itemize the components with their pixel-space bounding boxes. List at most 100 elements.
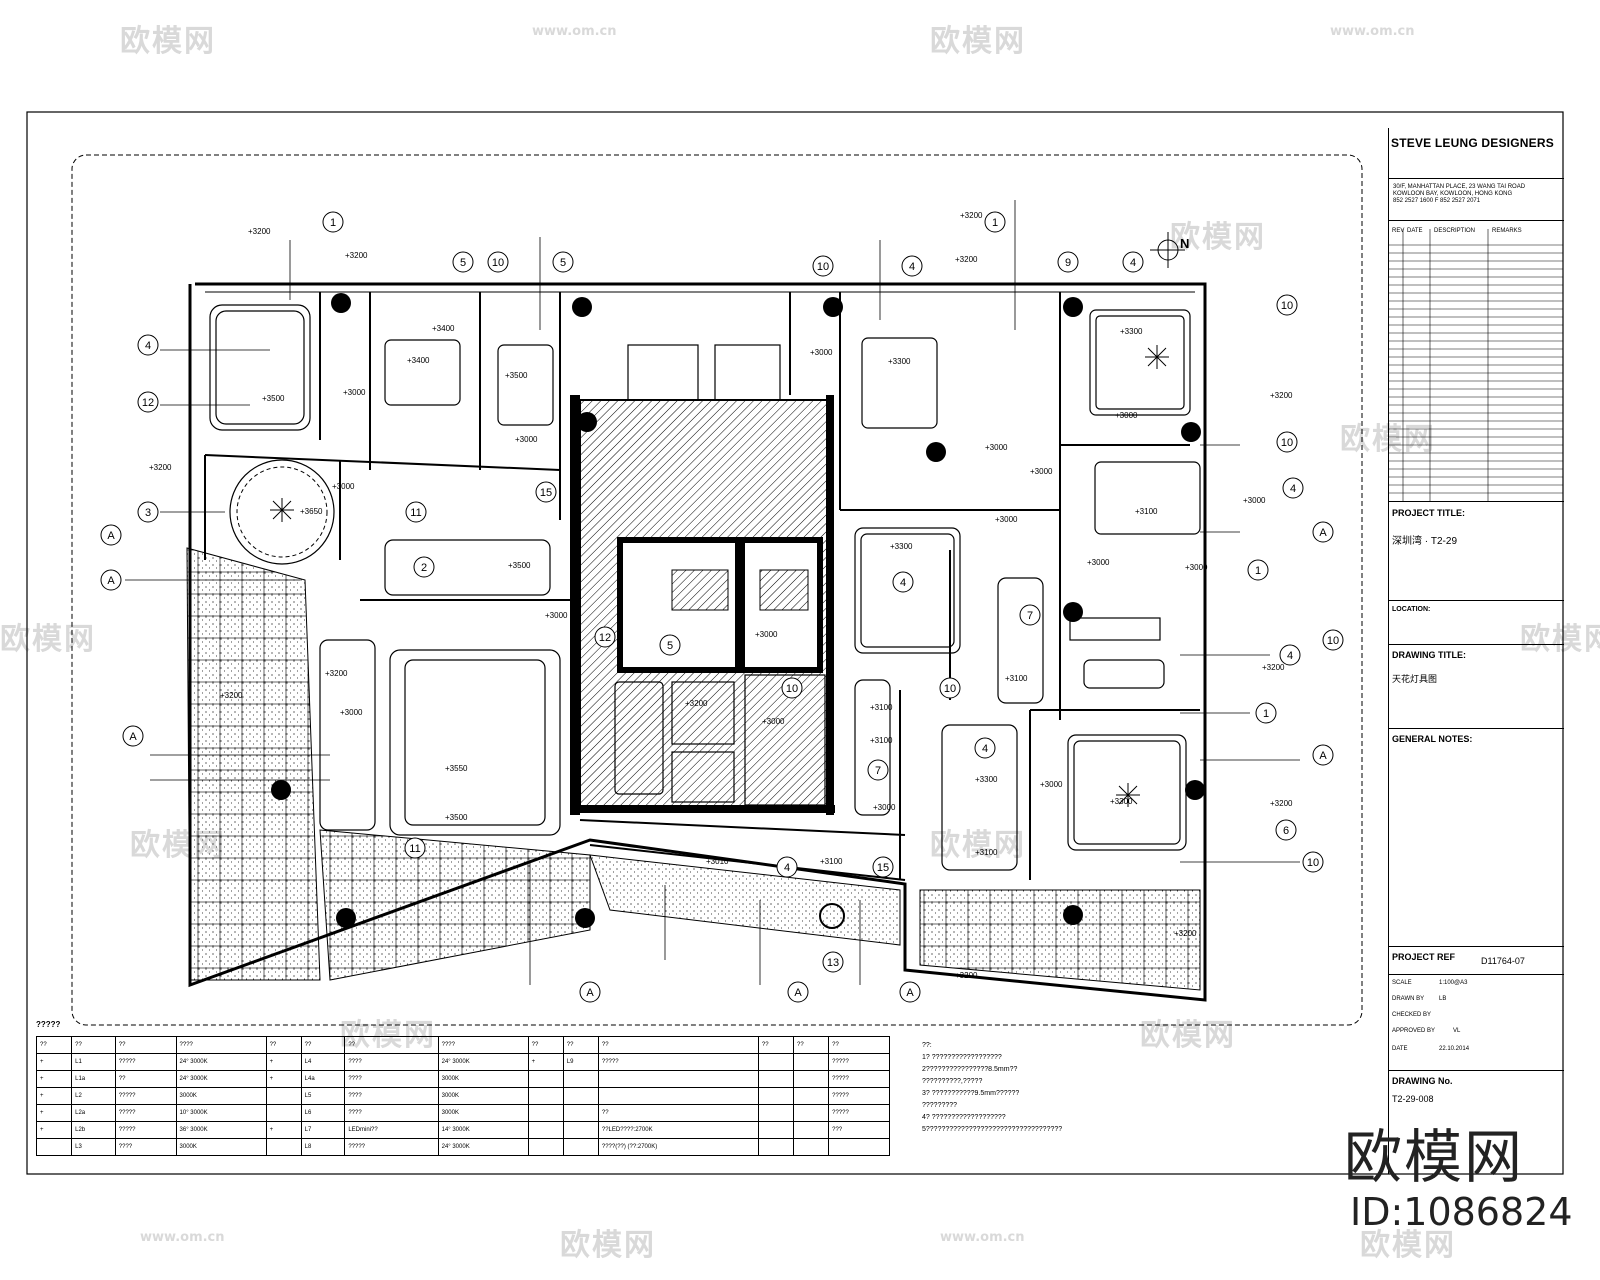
legend-header: ??	[562, 1036, 599, 1054]
svg-text:5: 5	[667, 640, 673, 652]
svg-text:+3100: +3100	[1135, 507, 1158, 516]
svg-text:4: 4	[1287, 650, 1293, 662]
legend-row: +L1?????24° 3000K+L4????24° 3000K+L9????…	[35, 1053, 890, 1071]
svg-text:4: 4	[982, 743, 988, 755]
legend-header: ??	[344, 1036, 439, 1054]
legend-cell: ?????	[114, 1121, 177, 1139]
svg-text:+3300: +3300	[1120, 327, 1143, 336]
svg-text:+3200: +3200	[685, 699, 708, 708]
north-label: N	[1180, 236, 1190, 251]
svg-text:+3000: +3000	[332, 482, 355, 491]
legend-cell	[527, 1121, 564, 1139]
svg-text:2: 2	[421, 562, 427, 574]
watermark-url: www.om.cn	[1330, 24, 1415, 39]
note-line: ??????????,?????	[922, 1078, 983, 1085]
svg-text:5: 5	[560, 257, 566, 269]
legend-cell: 3000K	[437, 1104, 529, 1122]
legend-cell	[527, 1087, 564, 1105]
legend-cell: ????	[344, 1104, 439, 1122]
date: 22.10.2014	[1439, 1046, 1470, 1052]
legend-cell	[792, 1070, 830, 1088]
legend-cell: ?????	[828, 1104, 890, 1122]
legend-header: ????	[175, 1036, 267, 1054]
svg-text:1: 1	[330, 217, 336, 229]
watermark: 欧模网	[1520, 622, 1600, 657]
legend-header: ??	[527, 1036, 564, 1054]
legend-header: ??	[71, 1036, 116, 1054]
firm-name: STEVE LEUNG DESIGNERS	[1391, 136, 1554, 150]
svg-text:+3000: +3000	[1185, 563, 1208, 572]
legend-cell	[35, 1138, 73, 1156]
watermark-url: www.om.cn	[532, 24, 617, 39]
legend-cell: ?????	[828, 1087, 890, 1105]
svg-text:+3100: +3100	[870, 703, 893, 712]
legend-cell: ??	[597, 1104, 759, 1122]
svg-text:11: 11	[410, 507, 421, 519]
svg-text:1: 1	[1255, 565, 1261, 577]
svg-text:3: 3	[145, 507, 151, 519]
legend-cell: L4a	[300, 1070, 346, 1088]
svg-text:15: 15	[877, 862, 889, 874]
legend-cell: L4	[300, 1053, 346, 1071]
legend-row: +L1a??24° 3000K+L4a????3000K?????	[35, 1070, 890, 1088]
legend-cell: ?????	[114, 1087, 177, 1105]
approved-by: VL	[1453, 1028, 1461, 1034]
svg-text:+3300: +3300	[975, 775, 998, 784]
svg-text:+3200: +3200	[325, 669, 348, 678]
image-id: ID:1086824	[1350, 1190, 1573, 1234]
approved-by-label: APPROVED BY	[1392, 1028, 1436, 1034]
svg-text:+3000: +3000	[515, 435, 538, 444]
legend-cell: +	[35, 1070, 73, 1088]
svg-text:+3000: +3000	[343, 388, 366, 397]
drawn-by: LB	[1439, 996, 1447, 1002]
legend-header: ??	[757, 1036, 795, 1054]
legend-cell: L2b	[71, 1121, 116, 1139]
legend-cell: ??LED????:2700K	[597, 1121, 759, 1139]
legend-cell	[265, 1087, 302, 1105]
drawing-no: T2-29-008	[1392, 1094, 1434, 1104]
legend-cell	[792, 1053, 830, 1071]
legend-cell: L9	[562, 1053, 599, 1071]
legend-cell: L1	[71, 1053, 116, 1071]
legend-cell: +	[35, 1053, 73, 1071]
legend-cell: 24° 3000K	[175, 1053, 267, 1071]
svg-text:10: 10	[786, 683, 798, 695]
rev-header: REV	[1392, 228, 1405, 234]
note-line: 5???????????????????????????????????	[922, 1126, 1063, 1133]
svg-text:+3200: +3200	[1270, 391, 1293, 400]
legend-cell	[527, 1070, 564, 1088]
legend-cell	[562, 1087, 599, 1105]
rev-header: REMARKS	[1492, 228, 1522, 234]
legend-cell: 24° 3000K	[175, 1070, 267, 1088]
legend-cell: 14° 3000K	[437, 1121, 529, 1139]
drawn-by-label: DRAWN BY	[1392, 996, 1425, 1002]
checked-by-label: CHECKED BY	[1392, 1012, 1432, 1018]
svg-text:+3000: +3000	[810, 348, 833, 357]
svg-text:A: A	[906, 987, 914, 999]
legend-cell: +	[265, 1121, 302, 1139]
legend-cell: 3000K	[175, 1087, 267, 1105]
legend-cell	[828, 1138, 890, 1156]
svg-text:10: 10	[1307, 857, 1319, 869]
svg-text:+3200: +3200	[955, 971, 978, 980]
svg-text:+3100: +3100	[820, 857, 843, 866]
svg-text:+3000: +3000	[1040, 780, 1063, 789]
legend-cell: ?????	[344, 1138, 439, 1156]
svg-text:+3000: +3000	[1243, 496, 1266, 505]
svg-text:10: 10	[944, 683, 956, 695]
legend-cell: L1a	[71, 1070, 116, 1088]
legend-cell: LEDmini??	[344, 1121, 439, 1139]
watermark: 欧模网	[1170, 220, 1266, 255]
legend-cell	[757, 1087, 795, 1105]
legend-cell	[562, 1070, 599, 1088]
svg-text:A: A	[1319, 750, 1327, 762]
fixture-legend: ?? ?? ?? ???? ?? ?? ?? ???? ?? ?? ?? ?? …	[35, 1036, 890, 1160]
legend-cell: +	[527, 1053, 564, 1071]
legend-cell: L5	[300, 1087, 346, 1105]
svg-text:10: 10	[817, 261, 829, 273]
svg-text:+3010: +3010	[706, 857, 729, 866]
svg-text:+3000: +3000	[1030, 467, 1053, 476]
